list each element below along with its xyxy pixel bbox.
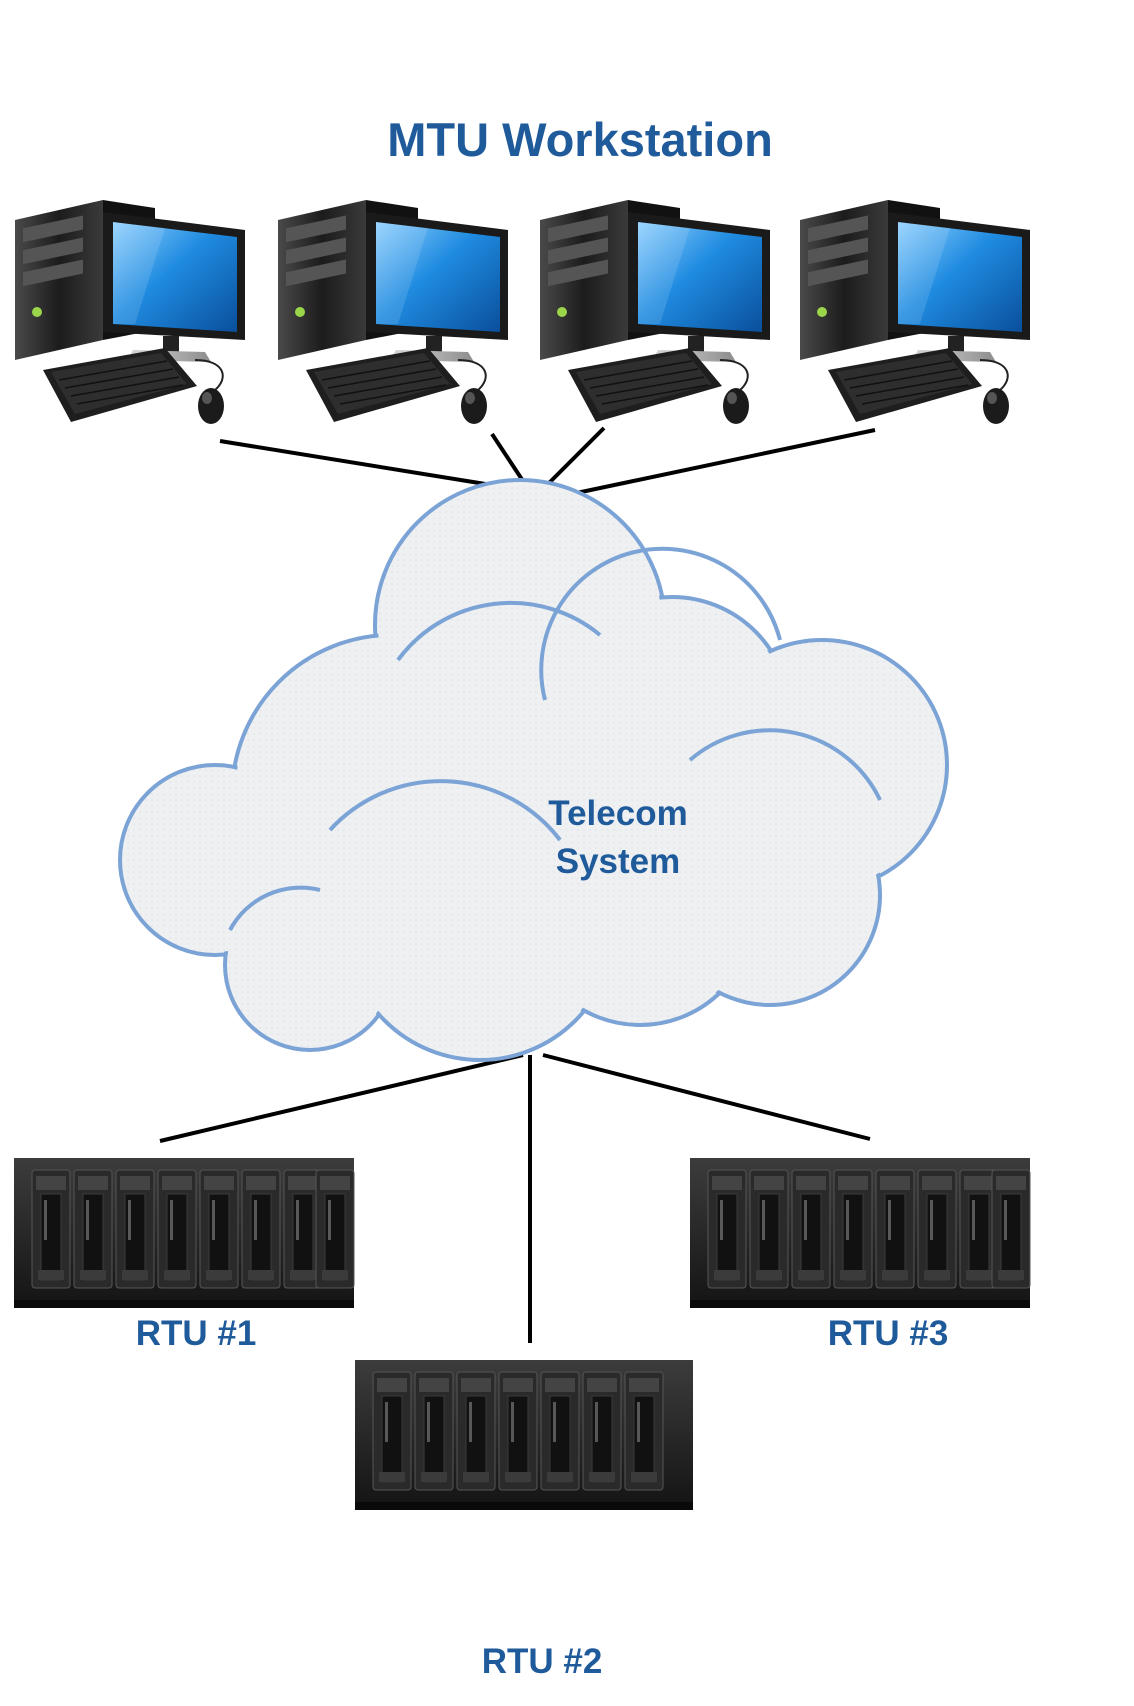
desktop-computer-icon: [799, 199, 1031, 425]
diagram-title: MTU Workstation: [387, 113, 773, 166]
workstation-3: [539, 199, 771, 425]
link-cloud-rtu1: [159, 1053, 524, 1143]
desktop-computer-icon: [14, 199, 246, 425]
rtu-rack-icon: [355, 1360, 693, 1510]
link-ws1-cloud: [219, 439, 511, 490]
link-ws2-cloud: [490, 432, 527, 486]
cloud-label-line2: System: [555, 842, 681, 881]
rtu-rack-1: [14, 1158, 355, 1308]
workstation-2: [277, 199, 509, 425]
cloud-icon: [118, 478, 949, 1062]
link-ws4-cloud: [566, 428, 876, 497]
workstation-4: [799, 199, 1031, 425]
rtu-rack-3: [690, 1158, 1031, 1308]
rtu-rack-icon: [14, 1158, 355, 1308]
link-lines: [159, 426, 876, 1343]
cloud-label-line1: Telecom: [548, 794, 688, 833]
link-cloud-rtu3: [542, 1053, 871, 1141]
rtu-rack-icon: [690, 1158, 1031, 1308]
rtu-rack-2: [355, 1360, 693, 1510]
workstation-1: [14, 199, 246, 425]
rtu-label-2: RTU #2: [481, 1642, 603, 1681]
desktop-computer-icon: [539, 199, 771, 425]
rtu-label-3: RTU #3: [827, 1314, 949, 1353]
link-ws3-cloud: [543, 426, 606, 489]
desktop-computer-icon: [277, 199, 509, 425]
rtu-label-1: RTU #1: [135, 1314, 257, 1353]
cloud-label: Telecom System: [473, 790, 763, 886]
